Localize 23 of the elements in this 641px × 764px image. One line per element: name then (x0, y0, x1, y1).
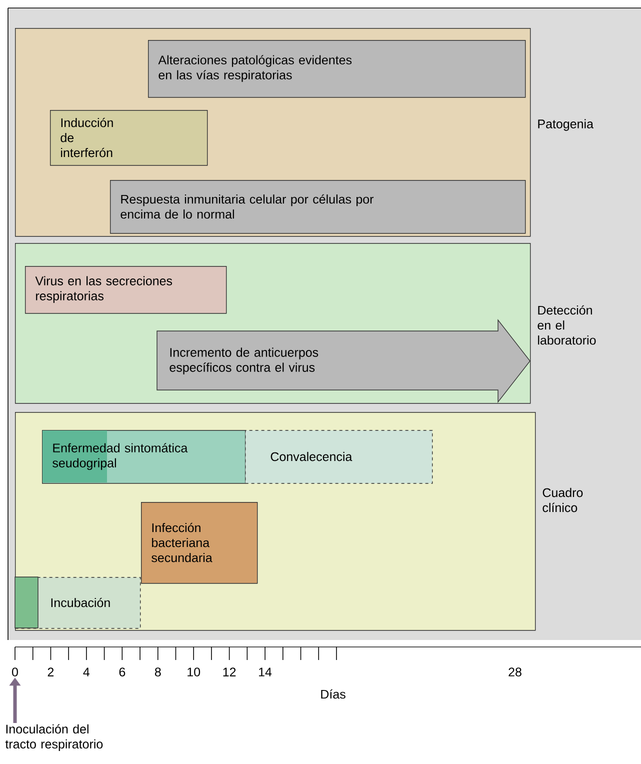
event-box: Enfermedad sintomática seudogripal (42, 430, 246, 484)
tick-label: 12 (223, 668, 236, 676)
axis-title: Días (321, 689, 346, 699)
tick-label: 6 (119, 668, 126, 676)
phase-box: Incubación (14, 576, 141, 629)
tick-label: 10 (188, 668, 200, 676)
tick-label: 2 (48, 668, 54, 676)
event-box: Infección bacteriana secundaria (141, 502, 258, 584)
tick-label: 0 (12, 668, 18, 676)
phase-box: Convalecencia (245, 430, 433, 484)
event-box: Inducción de interferón (50, 110, 208, 166)
event-box: Respuesta inmunitaria celular por células por encima de lo normal (110, 180, 526, 234)
node-label: Detección en el laboratorio (538, 305, 596, 345)
tick-label: 14 (259, 668, 272, 676)
node-label: Cuadro clínico (542, 488, 583, 512)
arrow-box: Incremento de anticuerpos específicos contra el virus (156, 318, 530, 404)
tick-label: 8 (154, 668, 161, 676)
event-box: Alteraciones patológicas evidentes en las vías respiratorias (148, 40, 526, 98)
note-text: Inoculación del tracto respiratorio (5, 724, 103, 751)
node-label: Patogenia (538, 119, 594, 131)
tick-label: 28 (508, 668, 522, 676)
tick-label: 4 (83, 668, 90, 676)
event-box: Virus en las secreciones respiratorias (25, 266, 227, 314)
